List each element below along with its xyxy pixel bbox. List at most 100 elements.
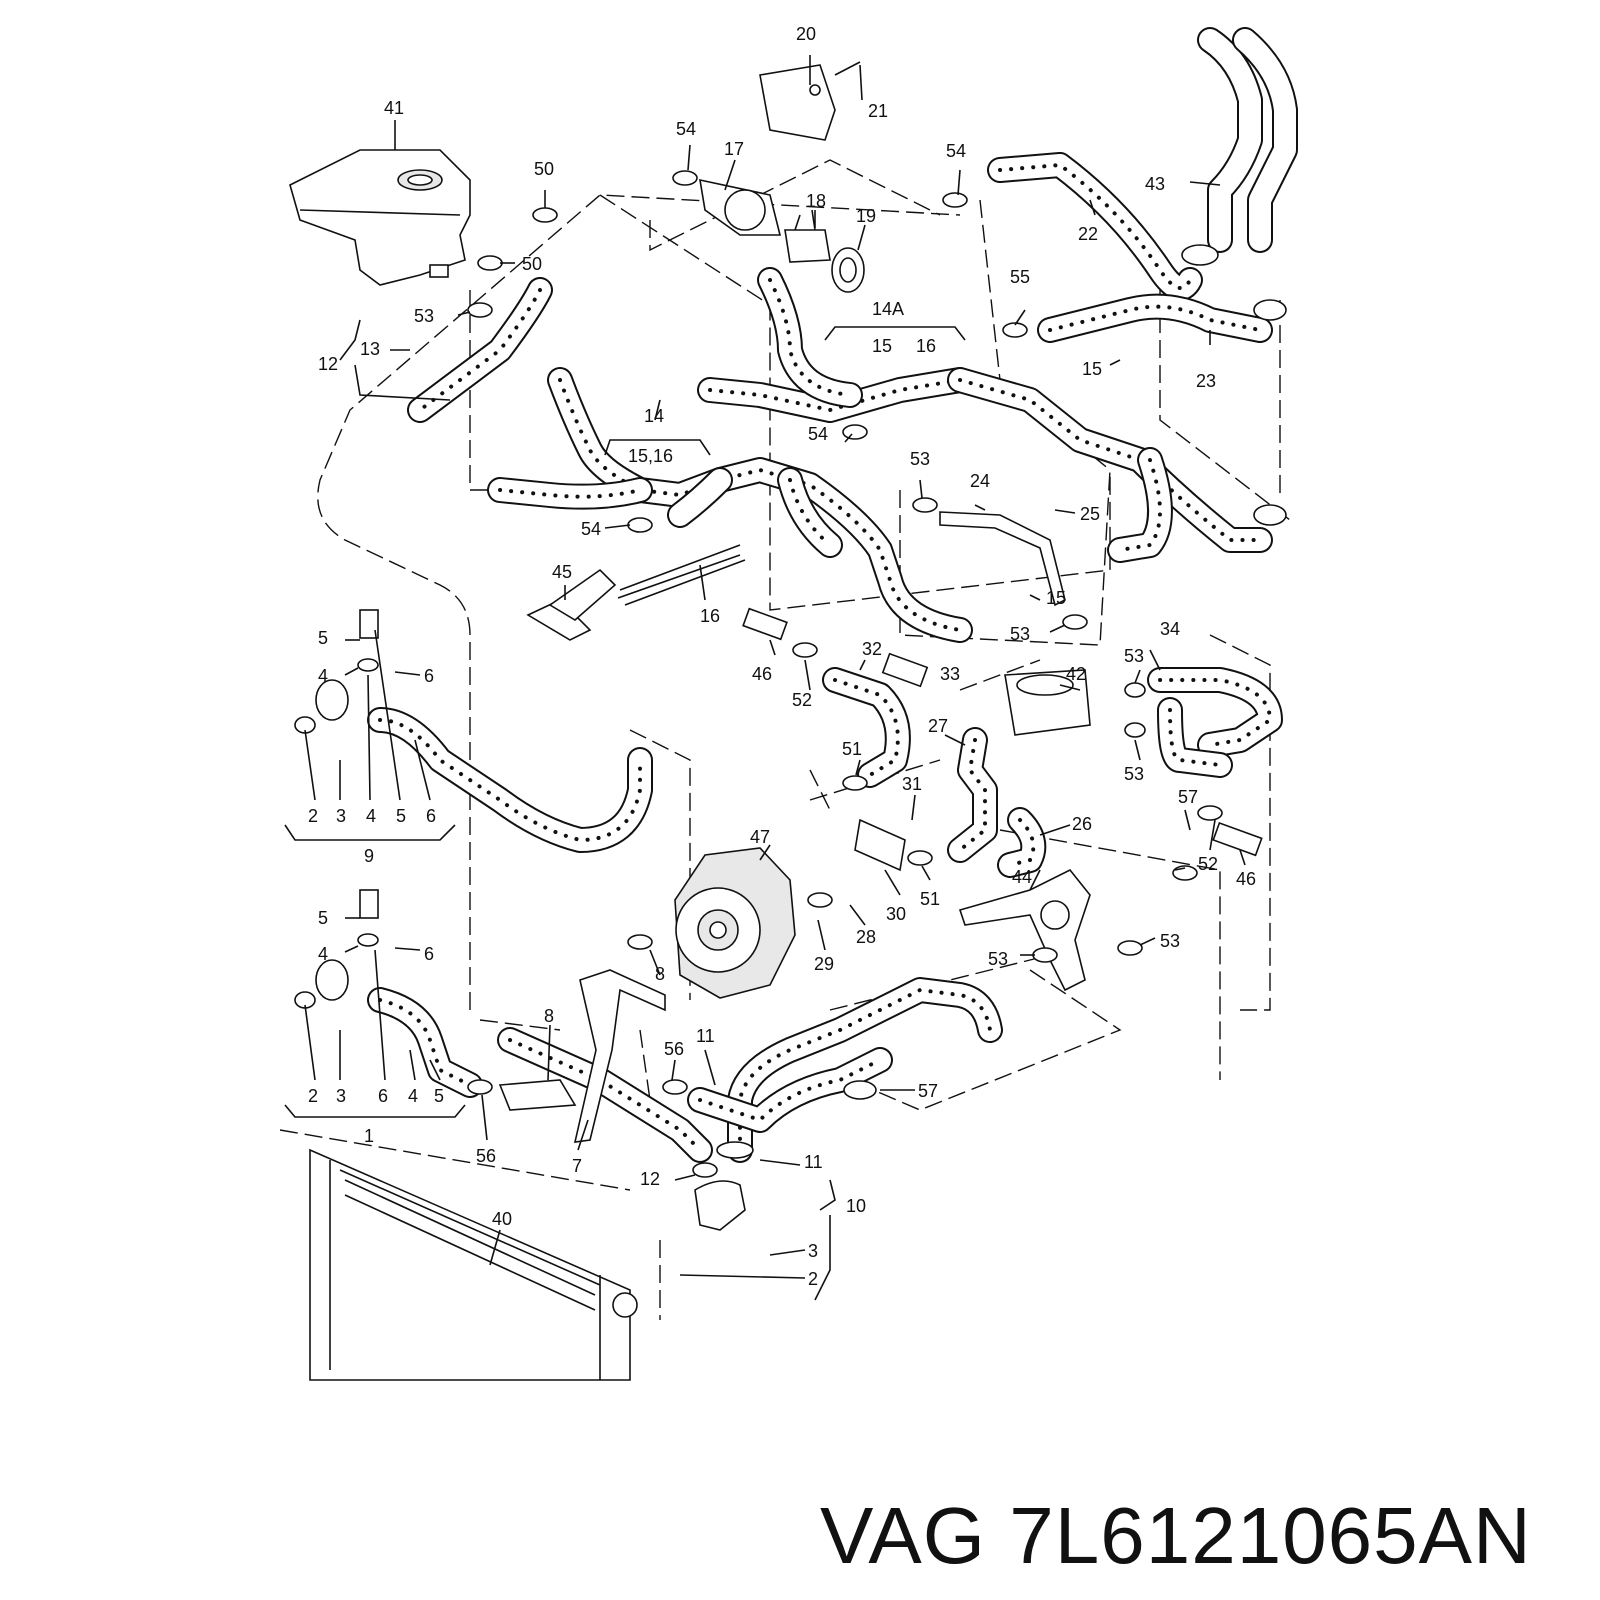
callout: 51: [920, 889, 940, 909]
callout: 10: [846, 1196, 866, 1216]
callout: 6: [378, 1086, 388, 1106]
callout: 15,16: [628, 446, 673, 466]
callout: 46: [752, 664, 772, 684]
callout: 54: [808, 424, 828, 444]
clamps: [467, 170, 1223, 1178]
callout: 6: [424, 944, 434, 964]
callout: 53: [910, 449, 930, 469]
callout: 9: [364, 846, 374, 866]
callout: 8: [655, 964, 665, 984]
connector-5-upper: [294, 609, 379, 734]
callout: 40: [492, 1209, 512, 1229]
callout: 26: [1072, 814, 1092, 834]
callout: 42: [1066, 664, 1086, 684]
callout: 5: [318, 908, 328, 928]
callout: 55: [1010, 267, 1030, 287]
callout: 45: [552, 562, 572, 582]
connector-44: [958, 868, 1091, 992]
hose-23: [1037, 293, 1273, 343]
oil-cooler-42: [1004, 669, 1091, 736]
expansion-tank: [289, 149, 471, 286]
part-number-label: VAG 7L6121065AN: [820, 1491, 1532, 1580]
hose-14-mid: [697, 367, 973, 423]
callout: 34: [1160, 619, 1180, 639]
callout: 1: [364, 1126, 374, 1146]
callout: 18: [806, 191, 826, 211]
callout: 5: [434, 1086, 444, 1106]
hose-16-lower: [777, 467, 843, 558]
callout-labels: 20 21 41 54 17 18 19 50 50 53 54 43 22 1…: [308, 24, 1256, 1289]
pipe-7: [498, 969, 666, 1143]
callout: 3: [336, 1086, 346, 1106]
hose-9: [367, 707, 653, 853]
hose-connector-10: [694, 1141, 754, 1231]
callout: 5: [396, 806, 406, 826]
callout: 52: [792, 690, 812, 710]
callout: 57: [918, 1081, 938, 1101]
hose-54-left: [667, 467, 733, 528]
pipe-46-lower: [1212, 821, 1263, 857]
callout: 2: [308, 1086, 318, 1106]
hose-22: [987, 152, 1203, 301]
callout: 53: [1010, 624, 1030, 644]
callout: 4: [318, 666, 328, 686]
callout: 19: [856, 206, 876, 226]
callout: 6: [424, 666, 434, 686]
callout: 20: [796, 24, 816, 44]
callout: 11: [696, 1026, 715, 1046]
clamp-strap-16: [617, 544, 746, 606]
hose-11-branch: [687, 1047, 893, 1133]
hose-27: [947, 727, 998, 863]
callout: 2: [808, 1269, 818, 1289]
callout: 14A: [872, 299, 904, 319]
callout: 54: [676, 119, 696, 139]
callout: 43: [1145, 174, 1165, 194]
callout: 47: [750, 827, 770, 847]
callout: 6: [426, 806, 436, 826]
callout: 53: [414, 306, 434, 326]
hose-1: [367, 987, 483, 1098]
hose-26: [997, 807, 1047, 878]
callout: 3: [808, 1241, 818, 1261]
callout: 7: [572, 1156, 582, 1176]
callout: 8: [544, 1006, 554, 1026]
callout: 53: [988, 949, 1008, 969]
callout: 4: [318, 944, 328, 964]
callout: 41: [384, 98, 404, 118]
callout: 46: [1236, 869, 1256, 889]
callout: 22: [1078, 224, 1098, 244]
callout: 12: [640, 1169, 660, 1189]
hoses: [367, 27, 1298, 1163]
ring-19: [831, 247, 865, 293]
callout: 24: [970, 471, 990, 491]
hose-14a: [757, 267, 863, 408]
components: [289, 61, 1287, 1381]
hose-43-b: [1232, 27, 1298, 253]
callout: 5: [318, 628, 328, 648]
callout: 32: [862, 639, 882, 659]
callout: 16: [916, 336, 936, 356]
hose-right-branch: [1107, 447, 1173, 563]
hose-right-long: [947, 367, 1273, 553]
hose-14-lower: [487, 477, 653, 510]
callout: 33: [940, 664, 960, 684]
callout: 28: [856, 927, 876, 947]
pump-17: [699, 178, 782, 236]
flange-45: [526, 568, 617, 641]
hose-43-a: [1197, 27, 1263, 253]
callout: 50: [522, 254, 542, 274]
hose-11: [727, 977, 1003, 1163]
callout: 4: [366, 806, 376, 826]
hose-34-lower: [1157, 697, 1233, 778]
callout: 53: [1124, 646, 1144, 666]
callout: 50: [534, 159, 554, 179]
callout: 12: [318, 354, 338, 374]
callout: 53: [1124, 764, 1144, 784]
sensor-18: [784, 209, 831, 263]
callout: 54: [946, 141, 966, 161]
callout: 29: [814, 954, 834, 974]
bracket-30: [854, 818, 906, 872]
alternator-47: [674, 847, 796, 999]
pipe-46-upper: [742, 607, 788, 641]
